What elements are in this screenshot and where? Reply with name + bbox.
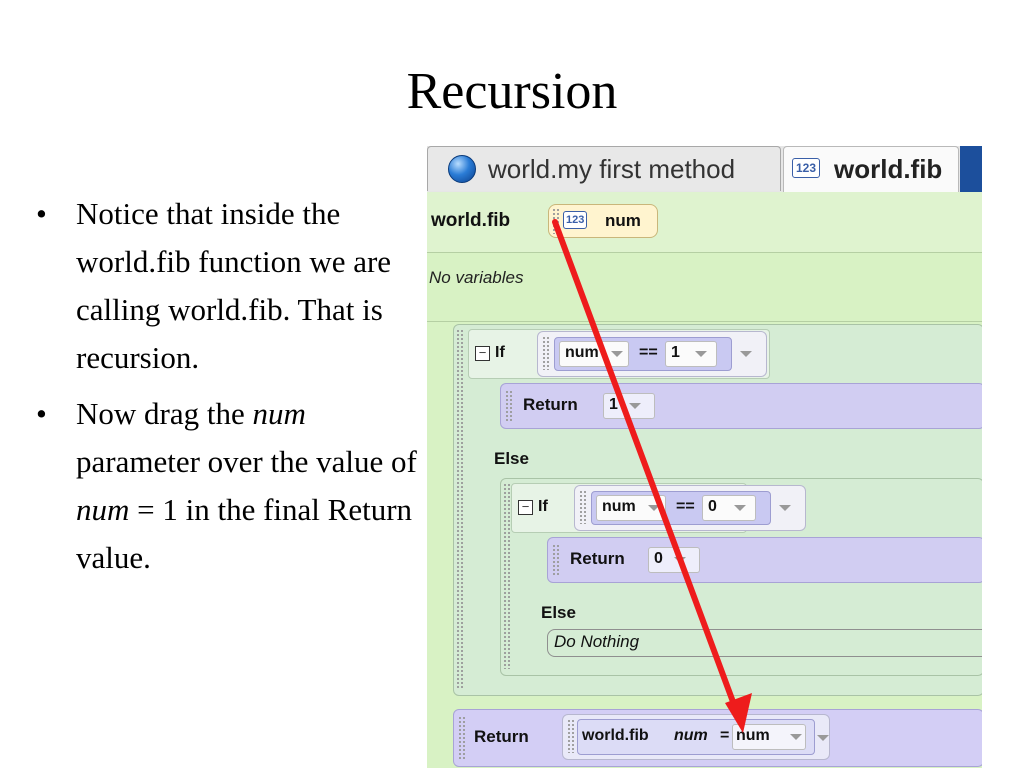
dropdown-arrow-icon[interactable] — [629, 403, 641, 409]
function-call-tile[interactable]: world.fib num = num — [577, 719, 815, 755]
method-header: world.fib 123 num — [427, 192, 982, 253]
no-variables-label: No variables — [429, 268, 524, 287]
bullet-dot: • — [36, 196, 47, 231]
dropdown-arrow-icon[interactable] — [734, 505, 746, 511]
return-statement[interactable]: Return 1 — [500, 383, 982, 429]
return-keyword: Return — [523, 395, 578, 414]
equality-expression[interactable]: num == 0 — [591, 491, 771, 525]
equality-expression[interactable]: num == 1 — [554, 337, 732, 371]
condition-variable: num — [565, 344, 599, 361]
dropdown-arrow-icon[interactable] — [740, 351, 752, 357]
tab-label: world.fib — [834, 154, 943, 184]
condition-expression[interactable]: num == 0 — [574, 485, 806, 531]
bullet-emphasis: num — [252, 396, 306, 431]
if-keyword: If — [538, 498, 548, 515]
return-keyword: Return — [474, 727, 529, 746]
bullet-item: • Now drag the num parameter over the va… — [36, 390, 426, 582]
dropdown-arrow-icon[interactable] — [611, 351, 623, 357]
bullet-text-mid: parameter over the value of — [76, 444, 417, 479]
dropdown-arrow-icon[interactable] — [817, 735, 829, 741]
function-call-expression[interactable]: world.fib num = num — [562, 714, 830, 760]
dropdown-arrow-icon[interactable] — [779, 505, 791, 511]
drag-grip[interactable] — [456, 329, 464, 689]
bullet-text-pre: Now drag the — [76, 396, 253, 431]
tab-bar-edge — [960, 146, 982, 192]
collapse-icon[interactable]: − — [475, 346, 490, 361]
bullet-dot: • — [36, 396, 47, 431]
if-keyword: If — [495, 344, 505, 361]
parameter-num-tile[interactable]: 123 num — [548, 204, 658, 238]
drag-grip[interactable] — [505, 390, 513, 422]
slide-title: Recursion — [406, 63, 618, 120]
if-header: − If num == 1 — [468, 329, 770, 379]
drag-grip[interactable] — [552, 544, 560, 576]
dropdown-arrow-icon[interactable] — [648, 505, 660, 511]
parameter-name: num — [605, 211, 641, 230]
condition-variable: num — [602, 498, 636, 515]
function-call-name: world.fib — [582, 727, 649, 744]
dropdown-arrow-icon[interactable] — [790, 734, 802, 740]
tab-world-fib[interactable]: 123 world.fib — [783, 146, 959, 193]
editor-tab-bar: world.my first method 123 world.fib — [427, 146, 982, 193]
condition-expression[interactable]: num == 1 — [537, 331, 767, 377]
condition-value: 0 — [708, 498, 717, 515]
final-return-statement[interactable]: Return world.fib num = num — [453, 709, 982, 767]
return-value: 1 — [609, 396, 618, 413]
drag-grip[interactable] — [503, 483, 511, 669]
condition-operator: == — [639, 344, 658, 361]
condition-value: 1 — [671, 344, 680, 361]
argument-name: num — [674, 727, 708, 744]
bullet-emphasis: num — [76, 492, 130, 527]
bullet-item: • Notice that inside the world.fib funct… — [36, 190, 426, 382]
return-keyword: Return — [570, 549, 625, 568]
divider — [427, 321, 982, 322]
dropdown-arrow-icon[interactable] — [674, 557, 686, 563]
number-type-icon: 123 — [792, 158, 821, 178]
drag-grip[interactable] — [552, 208, 560, 234]
bullet-list: • Notice that inside the world.fib funct… — [36, 190, 426, 590]
alice-method-editor: world.my first method 123 world.fib worl… — [427, 146, 982, 768]
nested-if-else-block[interactable]: − If num == 0 Return 0 — [500, 478, 982, 676]
argument-equals: = — [720, 727, 730, 744]
if-header: − If num == 0 — [511, 483, 806, 533]
dropdown-arrow-icon[interactable] — [695, 351, 707, 357]
number-type-icon: 123 — [563, 211, 588, 229]
drag-grip[interactable] — [567, 719, 575, 753]
tab-label: world.my first method — [488, 154, 736, 184]
drag-grip[interactable] — [579, 490, 587, 524]
argument-value: num — [736, 727, 770, 744]
blue-ball-icon — [448, 155, 476, 183]
bullet-text: Notice that inside the world.fib functio… — [76, 196, 392, 375]
return-statement[interactable]: Return 0 — [547, 537, 982, 583]
tab-my-first-method[interactable]: world.my first method — [427, 146, 781, 191]
drag-grip[interactable] — [542, 336, 550, 370]
drag-grip[interactable] — [458, 716, 466, 760]
condition-operator: == — [676, 498, 695, 515]
do-nothing-label: Do Nothing — [554, 632, 640, 651]
return-value: 0 — [654, 550, 663, 567]
do-nothing-placeholder: Do Nothing — [547, 629, 982, 657]
bullet-text-post: = 1 in the final Return value. — [76, 492, 413, 575]
else-keyword: Else — [494, 449, 529, 468]
collapse-icon[interactable]: − — [518, 500, 533, 515]
else-keyword: Else — [541, 603, 576, 622]
function-name: world.fib — [431, 210, 511, 231]
